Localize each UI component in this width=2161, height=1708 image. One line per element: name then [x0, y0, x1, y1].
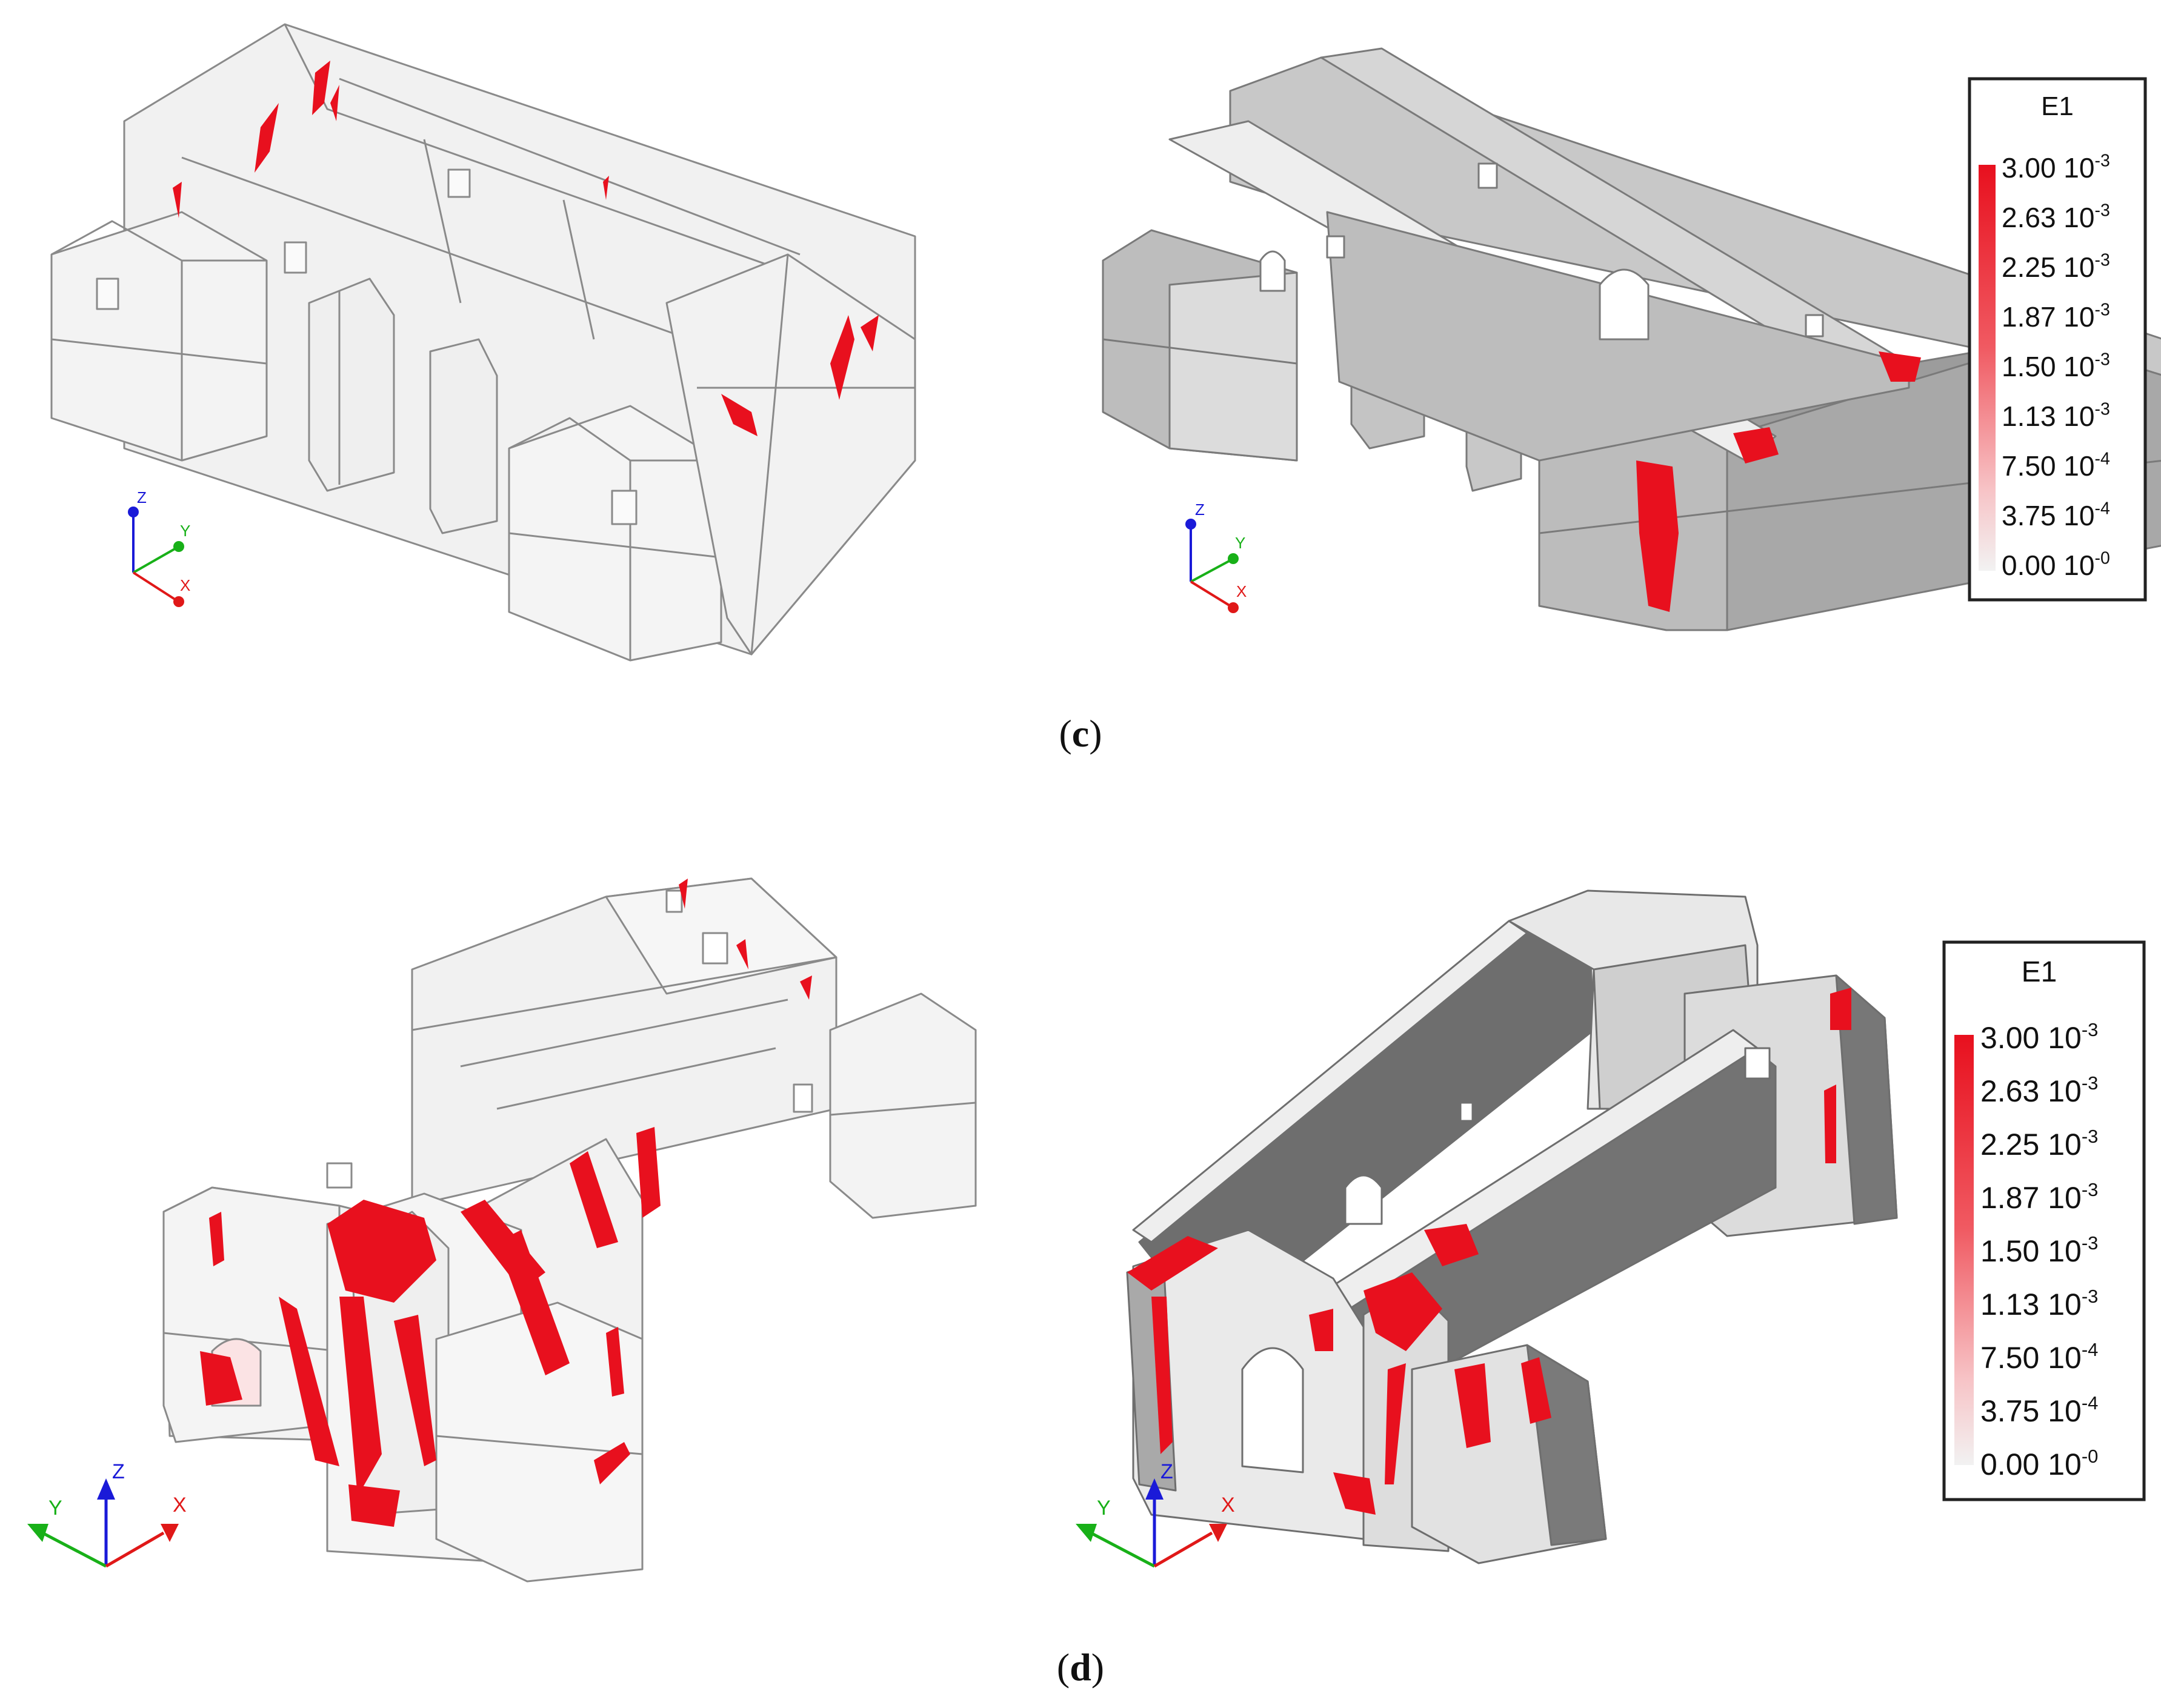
z-axis-label: Z	[1195, 500, 1205, 519]
y-axis-label: Y	[1097, 1497, 1111, 1520]
y-axis	[133, 547, 176, 574]
legend-entry: 2.25 10-3	[2002, 251, 2110, 283]
y-axis	[1190, 559, 1231, 583]
legend-entry: 7.50 10-4	[2002, 450, 2110, 482]
legend-colorbar	[1979, 165, 1996, 571]
legend-title: E1	[2041, 91, 2074, 121]
x-axis-label: X	[180, 576, 190, 594]
panel-c-left-cracks	[173, 61, 879, 436]
x-axis	[1153, 1531, 1213, 1568]
x-axis-label: X	[173, 1494, 187, 1517]
x-axis	[1190, 580, 1231, 607]
legend-colorbar	[1954, 1035, 1974, 1465]
legend-entry: 2.63 10-3	[2002, 201, 2110, 233]
x-axis-label: X	[1236, 582, 1247, 600]
y-axis	[41, 1531, 107, 1568]
legend-frame	[1942, 940, 2146, 1501]
panel-d-right-cracks	[1127, 988, 1851, 1515]
legend-entry: 0.00 10-0	[2002, 549, 2110, 581]
y-axis-label: Y	[1235, 534, 1245, 552]
legend-entry: 2.63 10-3	[1980, 1072, 2098, 1108]
legend-entry: 1.87 10-3	[2002, 301, 2110, 333]
legend-entry: 3.00 10-3	[2002, 151, 2110, 184]
x-axis-label: X	[1221, 1494, 1235, 1517]
legend-entry: 1.13 10-3	[2002, 400, 2110, 432]
legend-d: E1 3.00 10-3 2.63 10-3 2.25 10-3 1.87 10-3 1…	[1942, 940, 2146, 1501]
legend-entry: 1.50 10-3	[1980, 1232, 2098, 1268]
caption-d: (d)	[1057, 1646, 1104, 1689]
legend-entry: 1.13 10-3	[1980, 1286, 2098, 1321]
legend-entry: 1.87 10-3	[1980, 1179, 2098, 1215]
caption-c: (c)	[1059, 712, 1102, 755]
panel-c-left-axis-triad: Z Y X	[128, 488, 190, 607]
y-axis-label: Y	[180, 522, 190, 540]
legend-entry: 2.25 10-3	[1980, 1126, 2098, 1161]
z-axis-label: Z	[137, 488, 147, 507]
legend-entry: 3.00 10-3	[1980, 1019, 2098, 1055]
legend-entry: 1.50 10-3	[2002, 350, 2110, 382]
panel-d-model-right	[1126, 889, 1898, 1564]
panel-c-right-axis-triad: Z Y X	[1185, 500, 1247, 613]
x-axis	[105, 1531, 165, 1568]
legend-entry: 7.50 10-4	[1980, 1339, 2098, 1375]
panel-c-model-left	[50, 23, 916, 662]
legend-frame	[1968, 77, 2147, 602]
panel-d-left-cracks	[200, 879, 812, 1527]
panel-d-model-left	[162, 877, 977, 1583]
y-axis-label: Y	[48, 1497, 62, 1520]
panel-d-left-axis-triad: Z Y X	[27, 1460, 187, 1568]
z-axis-label: Z	[1160, 1460, 1173, 1483]
legend-entry: 0.00 10-0	[1980, 1446, 2098, 1481]
y-axis	[1090, 1531, 1156, 1568]
legend-entry: 3.75 10-4	[1980, 1392, 2098, 1428]
x-axis	[132, 571, 177, 601]
legend-entry: 3.75 10-4	[2002, 499, 2110, 531]
legend-c: E1 3.00 10-3 2.63 10-3 2.25 10-3 1.87 10-3 1…	[1968, 77, 2147, 602]
z-axis-label: Z	[112, 1460, 125, 1483]
panel-c-right-cracks	[1636, 351, 1921, 612]
legend-title: E1	[2022, 956, 2057, 988]
panel-d-right-axis-triad: Z Y X	[1076, 1460, 1235, 1568]
